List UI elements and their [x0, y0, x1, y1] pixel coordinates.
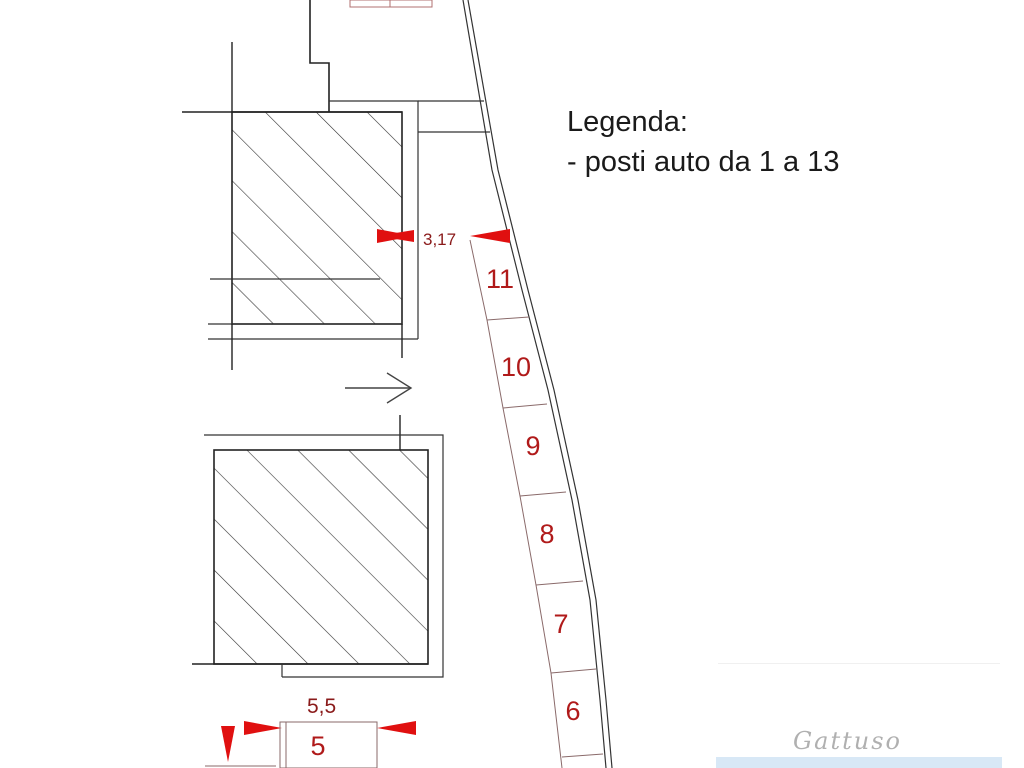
building-lower [213, 449, 429, 665]
svg-text:5,5: 5,5 [307, 695, 336, 718]
legend-title: Legenda: [567, 106, 688, 138]
spot-8: 8 [539, 519, 554, 549]
top-spots [349, 0, 433, 8]
legend-item: - posti auto da 1 a 13 [567, 146, 840, 178]
spot-11: 11 [486, 264, 514, 294]
watermark-brand: Gattuso [793, 727, 902, 755]
spot-10: 10 [501, 352, 531, 382]
svg-text:3,17: 3,17 [423, 230, 456, 249]
dimension-gap: 3,17 [377, 229, 510, 249]
spot-6: 6 [565, 696, 580, 726]
watermark-divider [718, 663, 1000, 664]
wall-upper [309, 0, 330, 112]
spot-7: 7 [553, 609, 568, 639]
road-edge [462, 0, 613, 768]
parking-strip [469, 239, 604, 768]
building-upper [231, 111, 403, 325]
legend: Legenda: - posti auto da 1 a 13 [567, 102, 839, 182]
spot-5: 5 [310, 731, 325, 761]
dimension-spot-length: 5,5 [221, 695, 416, 762]
watermark-band [716, 757, 1002, 768]
spot-labels: 11 10 9 8 7 6 5 [310, 264, 580, 761]
spot-9: 9 [525, 431, 540, 461]
direction-arrow-icon [345, 372, 413, 404]
